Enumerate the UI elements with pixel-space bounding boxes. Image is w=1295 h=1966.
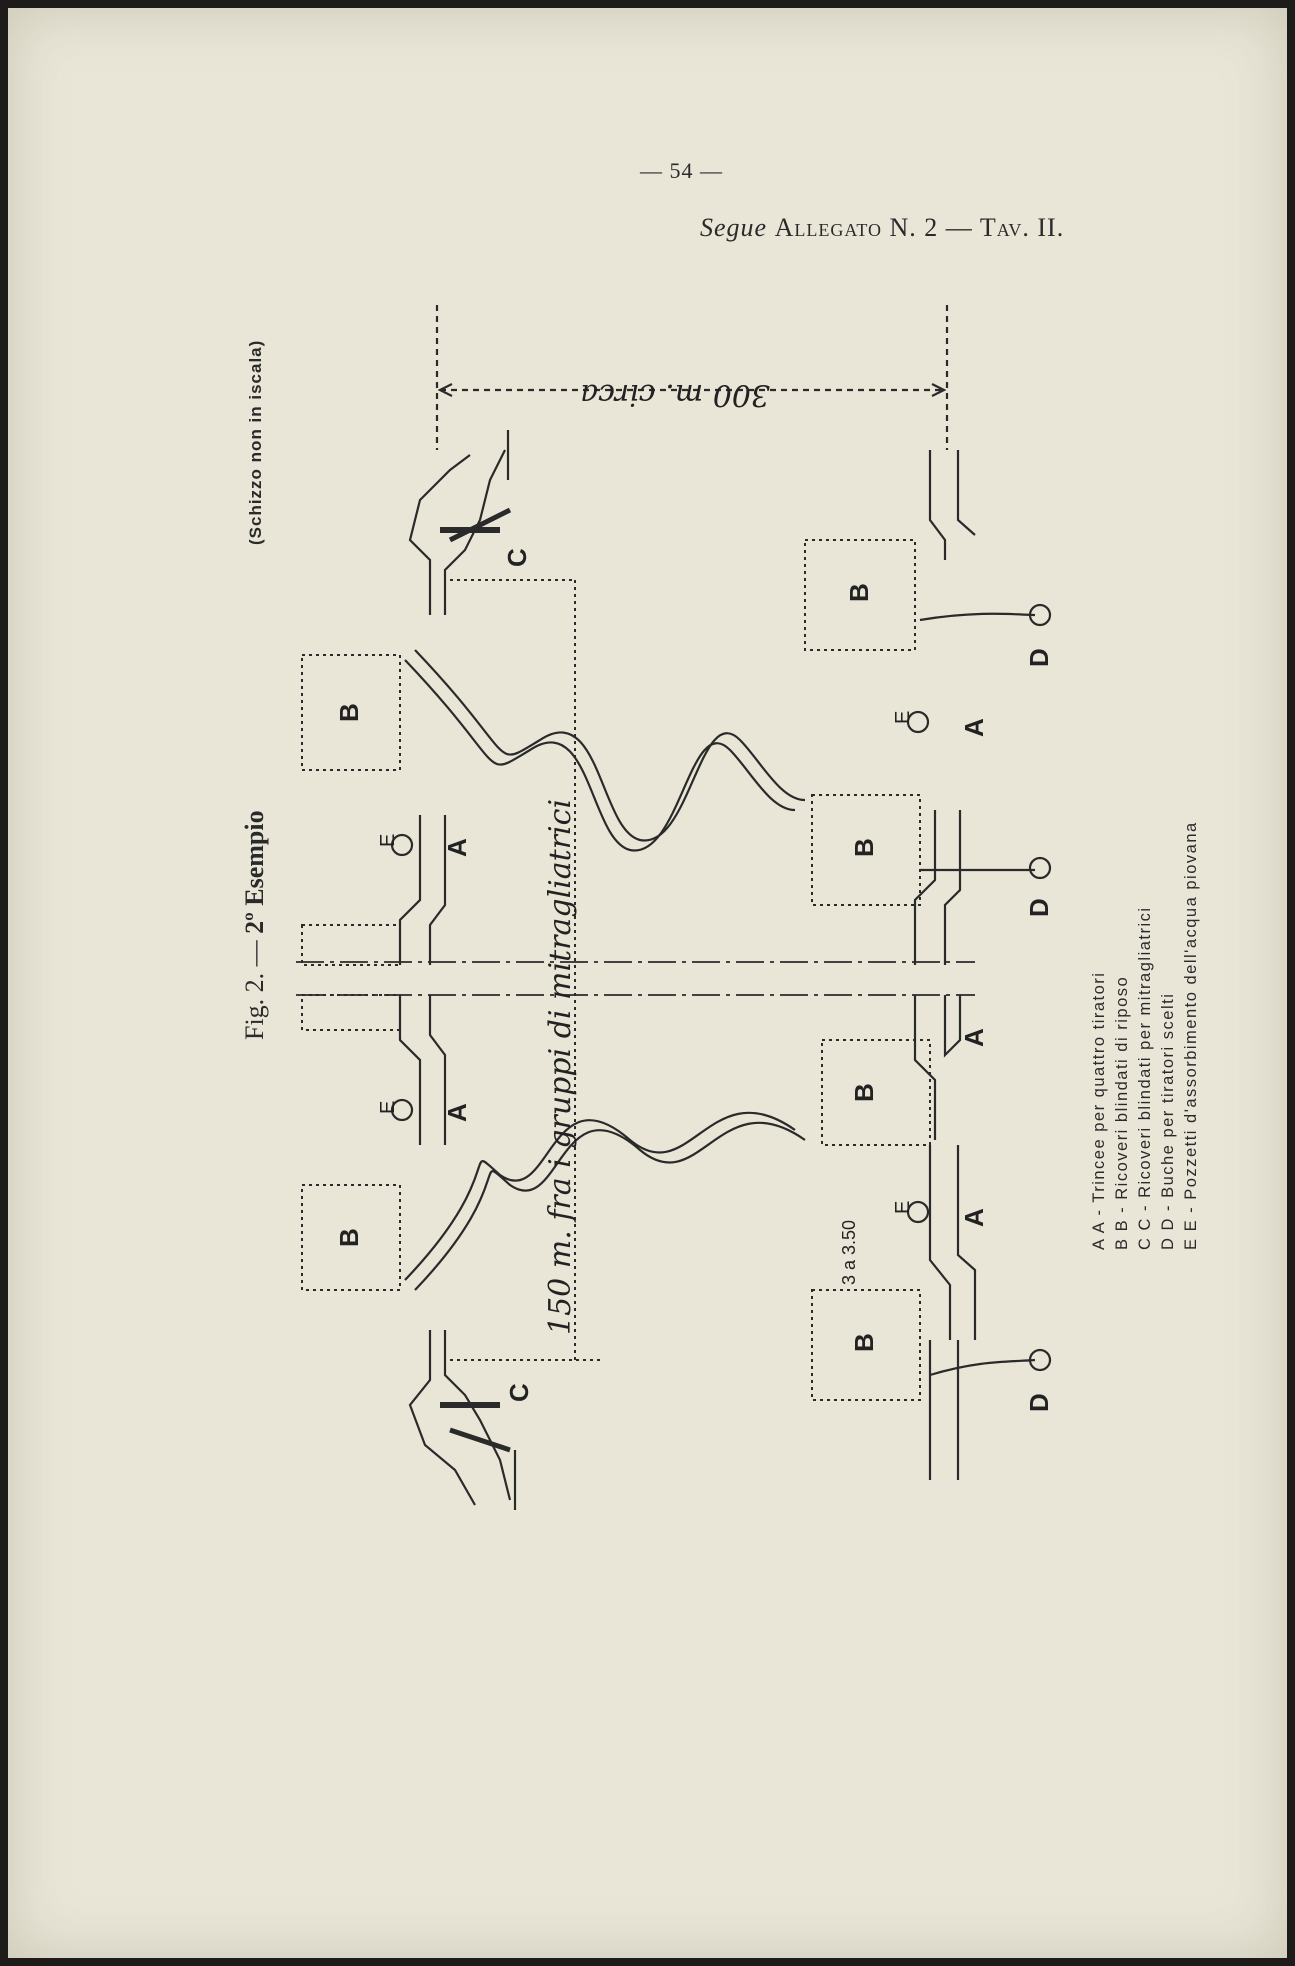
label-a-3: A (959, 718, 989, 737)
break-line (296, 961, 975, 996)
shelter-b-upper-2 (301, 1184, 401, 1291)
label-b-2: B (334, 1228, 364, 1247)
label-c-2: C (504, 1383, 534, 1402)
label-e-1: E (377, 834, 399, 847)
shelter-b-lower-4 (811, 1289, 921, 1401)
header-segue: Segue (700, 213, 768, 242)
shelter-b-lower-1 (804, 539, 916, 651)
water-pit-e-3 (906, 710, 930, 734)
document-page (8, 8, 1287, 1958)
shelter-b-upper-1 (301, 654, 401, 771)
label-b-6: B (849, 1333, 879, 1352)
header-allegato: Allegato N. 2 — Tav. II. (774, 213, 1065, 242)
label-c-1: C (502, 548, 532, 567)
mg-post-c-top (408, 430, 512, 615)
sniper-pit-d-2 (920, 856, 1052, 880)
label-b-1: B (334, 703, 364, 722)
upper-trench (398, 815, 447, 1145)
sniper-pit-d-1 (919, 603, 1052, 627)
lower-trench (913, 450, 977, 1480)
shelter-b-upper-3 (301, 924, 401, 966)
mg-post-c-bottom (408, 1330, 517, 1510)
water-pit-e-1 (390, 833, 414, 857)
page-header: Segue Allegato N. 2 — Tav. II. (700, 213, 1064, 243)
dimension-300m-label: 300 m. circa (580, 377, 770, 412)
label-a-4: A (959, 1028, 989, 1047)
communication-trench-2 (414, 1121, 806, 1291)
label-a-1: A (442, 838, 472, 857)
shelter-b-lower-3 (821, 1039, 931, 1146)
label-d-1: D (1024, 648, 1054, 667)
label-d-2: D (1024, 898, 1054, 917)
label-e-4: E (892, 1201, 914, 1214)
label-d-3: D (1024, 1393, 1054, 1412)
dimension-150m-label: 150 m. fra i gruppi di mitragliatrici (543, 799, 578, 1335)
water-pit-e-2 (390, 1098, 414, 1122)
page-number: — 54 — (640, 158, 723, 183)
label-a-5: A (959, 1208, 989, 1227)
shelter-b-upper-4 (301, 994, 401, 1031)
label-b-4: B (849, 838, 879, 857)
communication-trench-2-inner (404, 1111, 796, 1281)
communication-trench-inner (404, 659, 796, 852)
sniper-pit-d-3 (929, 1348, 1052, 1377)
label-b-5: B (849, 1083, 879, 1102)
shelter-b-lower-2 (811, 794, 921, 906)
label-a-2: A (442, 1103, 472, 1122)
label-e-2: E (377, 1101, 399, 1114)
label-b-3: B (844, 583, 874, 602)
dimension-3m-label: 3 a 3.50 (839, 1220, 859, 1285)
water-pit-e-4 (906, 1200, 930, 1224)
communication-trench (414, 649, 806, 842)
dimension-300m (435, 305, 949, 450)
label-e-3: E (892, 711, 914, 724)
